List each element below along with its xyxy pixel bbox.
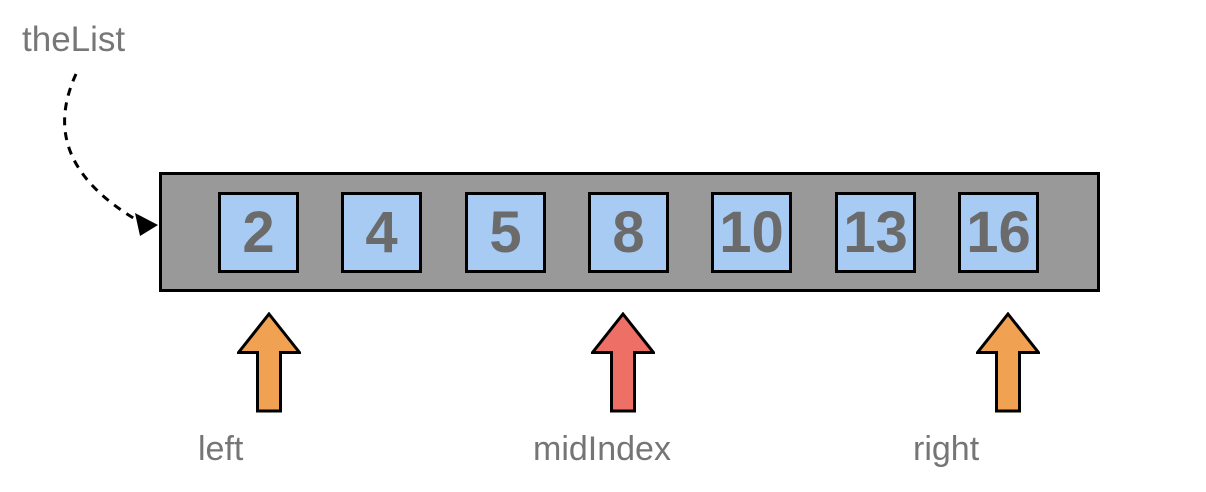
cell-value: 4 <box>365 199 398 265</box>
right-pointer-arrow-icon <box>976 312 1040 413</box>
up-arrow-shape <box>976 312 1040 413</box>
array-cell: 10 <box>711 192 792 273</box>
mid-pointer-arrow-icon <box>591 312 655 413</box>
list-name-label: theList <box>22 20 126 59</box>
cell-value: 8 <box>612 199 645 265</box>
array-cell: 13 <box>835 192 916 273</box>
up-arrow-shape <box>237 312 301 413</box>
up-arrow-shape <box>591 312 655 413</box>
cell-value: 5 <box>489 199 522 265</box>
cell-value: 2 <box>242 199 275 265</box>
cell-value: 16 <box>966 199 1031 265</box>
cell-value: 13 <box>843 199 908 265</box>
array-cell: 5 <box>465 192 546 273</box>
array-cell: 2 <box>218 192 299 273</box>
array-cell: 4 <box>341 192 422 273</box>
right-pointer-label: right <box>913 430 980 468</box>
mid-pointer-label: midIndex <box>533 430 671 468</box>
cell-value: 10 <box>719 199 784 265</box>
arrowhead-icon <box>135 213 158 236</box>
dashed-curve <box>63 73 141 224</box>
array-cell: 16 <box>958 192 1039 273</box>
left-pointer-label: left <box>198 430 244 468</box>
left-pointer-arrow-icon <box>237 312 301 413</box>
array-cell: 8 <box>588 192 669 273</box>
